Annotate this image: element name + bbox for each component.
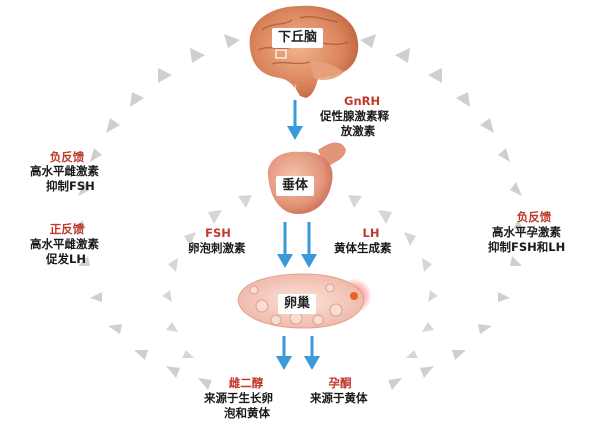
left-neg-feedback-line1: 高水平雌激素: [30, 164, 99, 178]
gnrh-desc-line1: 促性腺激素释: [320, 109, 389, 123]
progesterone-name: 孕酮: [328, 376, 352, 390]
gnrh-arrow: [287, 100, 303, 140]
right-neg-feedback-title: 负反馈: [516, 210, 552, 224]
left-pos-feedback-title: 正反馈: [49, 222, 85, 236]
lh-desc: 黄体生成素: [334, 241, 392, 255]
gnrh-desc-line2: 放激素: [340, 124, 376, 138]
ovary-label: 卵巢: [278, 294, 317, 314]
right-neg-feedback-line1: 高水平孕激素: [492, 225, 561, 239]
progesterone-desc: 来源于黄体: [310, 391, 368, 405]
estradiol-name: 雌二醇: [228, 376, 264, 390]
brain-illustration: [249, 5, 359, 99]
gnrh-name: GnRH: [344, 94, 381, 108]
left-pos-feedback-line1: 高水平雌激素: [30, 237, 99, 251]
left-neg-feedback-line2: 抑制FSH: [46, 179, 95, 193]
left-inner-feedback-arrows: [162, 195, 252, 358]
progesterone-arrow: [304, 336, 320, 370]
fsh-arrow: [277, 222, 293, 268]
estradiol-desc-line1: 来源于生长卵: [204, 391, 273, 405]
left-outer-feedback-arrows: [74, 34, 240, 390]
right-inner-feedback-arrows: [348, 195, 438, 358]
pituitary-label: 垂体: [276, 176, 315, 196]
lh-name: LH: [362, 226, 380, 240]
left-neg-feedback-title: 负反馈: [49, 150, 85, 164]
estradiol-desc-line2: 泡和黄体: [224, 406, 270, 420]
left-pos-feedback-line2: 促发LH: [46, 252, 86, 266]
estradiol-arrow: [276, 336, 292, 370]
lh-arrow: [301, 222, 317, 268]
right-outer-feedback-arrows: [360, 34, 526, 390]
right-neg-feedback-line2: 抑制FSH和LH: [488, 240, 566, 254]
fsh-name: FSH: [205, 226, 231, 240]
fsh-desc: 卵泡刺激素: [188, 241, 246, 255]
hypothalamus-label: 下丘脑: [272, 28, 324, 48]
